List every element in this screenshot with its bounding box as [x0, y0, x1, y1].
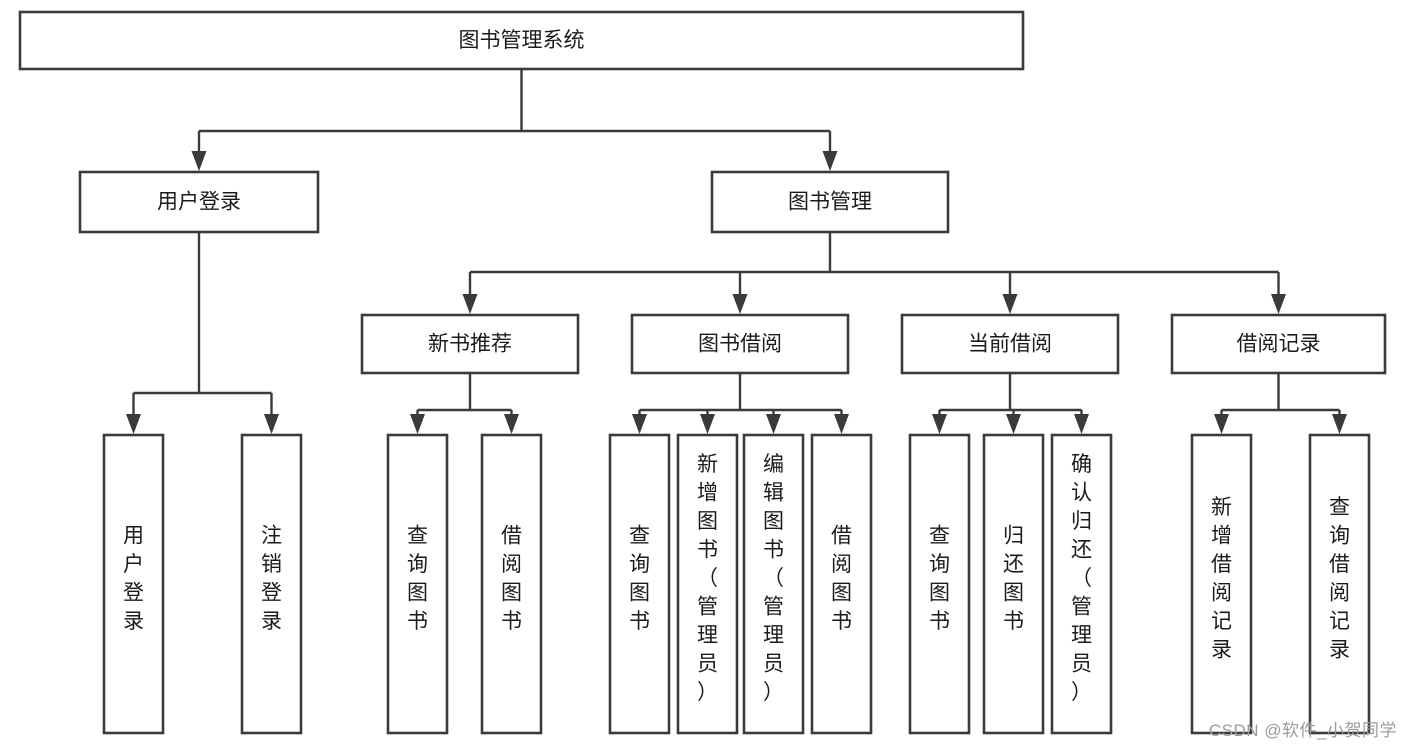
nodes-layer: 图书管理系统用户登录图书管理新书推荐图书借阅当前借阅借阅记录用户登录注销登录查询… [18, 10, 1387, 735]
node-leaf-borrow-book-1[interactable]: 借阅图书 [480, 433, 543, 735]
node-label-leaf-add-record: 新增借阅记录 [1211, 496, 1232, 662]
node-leaf-confirm-return[interactable]: 确认归还（管理员） [1050, 433, 1113, 735]
node-leaf-query-book-2[interactable]: 查询图书 [608, 433, 671, 735]
node-borrow-record[interactable]: 借阅记录 [1170, 313, 1387, 375]
node-label-user-login: 用户登录 [157, 191, 241, 214]
csdn-watermark: CSDN @软件_小贺同学 [1208, 721, 1397, 740]
node-label-leaf-borrow-book-2: 借阅图书 [831, 524, 852, 633]
node-label-leaf-query-book-3: 查询图书 [929, 524, 950, 633]
node-box-leaf-borrow-book-2 [810, 433, 873, 735]
edge-group-borrow-record [1214, 373, 1347, 434]
node-box-book-manage [710, 170, 950, 234]
node-box-leaf-user-login [102, 433, 165, 735]
node-label-leaf-query-book-1: 查询图书 [407, 524, 428, 633]
node-leaf-logout[interactable]: 注销登录 [240, 433, 303, 735]
node-label-new-book-rec: 新书推荐 [428, 333, 512, 356]
node-box-leaf-query-record [1308, 433, 1371, 735]
node-root[interactable]: 图书管理系统 [18, 10, 1025, 71]
node-label-book-borrow: 图书借阅 [698, 333, 782, 356]
node-box-leaf-add-record [1190, 433, 1253, 735]
node-box-current-borrow [900, 313, 1120, 375]
node-box-leaf-edit-book [742, 433, 805, 735]
node-label-borrow-record: 借阅记录 [1237, 333, 1321, 356]
node-box-borrow-record [1170, 313, 1387, 375]
node-label-current-borrow: 当前借阅 [968, 333, 1052, 356]
edge-group-new-book-rec [410, 373, 519, 434]
node-box-leaf-query-book-3 [908, 433, 971, 735]
edge-group-user-login [126, 232, 279, 434]
node-leaf-add-record[interactable]: 新增借阅记录 [1190, 433, 1253, 735]
node-leaf-query-record[interactable]: 查询借阅记录 [1308, 433, 1371, 735]
node-box-leaf-add-book [676, 433, 739, 735]
node-new-book-rec[interactable]: 新书推荐 [360, 313, 580, 375]
edge-group-root [191, 69, 838, 171]
node-label-leaf-confirm-return: 确认归还（管理员） [1071, 453, 1092, 704]
node-box-leaf-query-book-2 [608, 433, 671, 735]
node-label-root: 图书管理系统 [459, 29, 585, 52]
node-box-leaf-logout [240, 433, 303, 735]
node-box-root [18, 10, 1025, 71]
node-leaf-add-book[interactable]: 新增图书（管理员） [676, 433, 739, 735]
node-label-leaf-logout: 注销登录 [261, 524, 282, 633]
node-user-login[interactable]: 用户登录 [78, 170, 320, 234]
edges-layer [126, 69, 1347, 434]
node-label-book-manage: 图书管理 [788, 191, 872, 214]
node-label-leaf-query-record: 查询借阅记录 [1329, 496, 1350, 662]
edge-group-book-manage [462, 232, 1286, 314]
node-leaf-user-login[interactable]: 用户登录 [102, 433, 165, 735]
node-leaf-query-book-1[interactable]: 查询图书 [386, 433, 449, 735]
node-label-leaf-user-login: 用户登录 [123, 524, 144, 633]
node-box-leaf-confirm-return [1050, 433, 1113, 735]
node-leaf-return-book[interactable]: 归还图书 [982, 433, 1045, 735]
node-label-leaf-add-book: 新增图书（管理员） [697, 453, 718, 704]
node-label-leaf-borrow-book-1: 借阅图书 [501, 524, 522, 633]
node-box-leaf-query-book-1 [386, 433, 449, 735]
node-box-leaf-return-book [982, 433, 1045, 735]
node-leaf-borrow-book-2[interactable]: 借阅图书 [810, 433, 873, 735]
node-label-leaf-query-book-2: 查询图书 [629, 524, 650, 633]
node-leaf-query-book-3[interactable]: 查询图书 [908, 433, 971, 735]
edge-group-book-borrow [632, 373, 849, 434]
node-label-leaf-return-book: 归还图书 [1003, 524, 1024, 633]
node-box-new-book-rec [360, 313, 580, 375]
node-book-borrow[interactable]: 图书借阅 [630, 313, 850, 375]
node-box-leaf-borrow-book-1 [480, 433, 543, 735]
node-leaf-edit-book[interactable]: 编辑图书（管理员） [742, 433, 805, 735]
node-box-book-borrow [630, 313, 850, 375]
node-current-borrow[interactable]: 当前借阅 [900, 313, 1120, 375]
node-box-user-login [78, 170, 320, 234]
edge-group-current-borrow [932, 373, 1089, 434]
node-book-manage[interactable]: 图书管理 [710, 170, 950, 234]
node-label-leaf-edit-book: 编辑图书（管理员） [763, 453, 784, 704]
